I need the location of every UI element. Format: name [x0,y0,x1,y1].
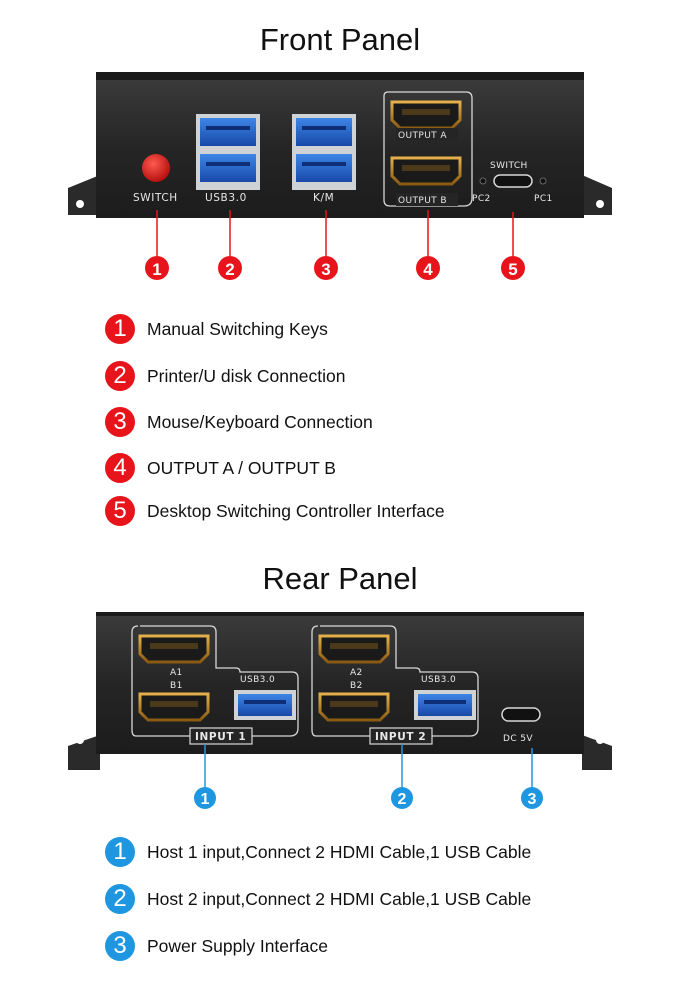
usb1-label: USB3.0 [240,675,275,685]
legend-badge: 5 [105,496,135,526]
rear-legend-item: 3 Power Supply Interface [105,931,328,961]
svg-text:2: 2 [225,260,234,279]
switch-label: SWITCH [133,192,178,204]
a1-label: A1 [170,668,183,678]
rear-legend-item: 1 Host 1 input,Connect 2 HDMI Cable,1 US… [105,837,531,867]
km-port-stack[interactable] [292,114,356,190]
dc-label: DC 5V [503,734,533,744]
front-legend-item: 3 Mouse/Keyboard Connection [105,407,373,437]
switch-port-label: SWITCH [490,161,528,171]
manual-switch-button[interactable] [142,154,170,182]
svg-text:1: 1 [201,791,210,808]
legend-text: Host 2 input,Connect 2 HDMI Cable,1 USB … [147,888,532,909]
svg-text:1: 1 [152,260,161,279]
svg-text:4: 4 [423,260,433,279]
front-marker-2: 2 [218,256,242,280]
legend-text: Desktop Switching Controller Interface [147,500,445,521]
pc1-led [539,177,547,185]
front-legend-item: 2 Printer/U disk Connection [105,361,345,391]
switch-controller-port[interactable] [493,174,533,188]
front-marker-3: 3 [314,256,338,280]
input-2-label: INPUT 2 [375,731,426,743]
pc1-label: PC1 [534,194,553,204]
rear-marker-3: 3 [521,787,543,809]
dc-power-port[interactable] [501,707,541,722]
legend-badge: 1 [105,837,135,867]
hdmi-output-a-port[interactable] [390,100,462,130]
front-legend-item: 1 Manual Switching Keys [105,314,328,344]
front-marker-1: 1 [145,256,169,280]
legend-text: OUTPUT A / OUTPUT B [147,457,336,478]
svg-text:5: 5 [508,260,517,279]
a2-label: A2 [350,668,363,678]
output-a-label: OUTPUT A [398,131,447,141]
hdmi-output-b-port[interactable] [390,156,462,186]
rear-legend-item: 2 Host 2 input,Connect 2 HDMI Cable,1 US… [105,884,531,914]
svg-text:3: 3 [321,260,330,279]
legend-badge: 3 [105,931,135,961]
rear-panel-device: A1 B1 USB3.0 INPUT 1 A2 B2 USB3.0 INPUT … [68,612,612,809]
output-b-label: OUTPUT B [398,196,447,206]
legend-badge: 4 [105,453,135,483]
front-marker-4: 4 [416,256,440,280]
svg-text:3: 3 [528,791,537,808]
hdmi-a2-port[interactable] [318,634,390,664]
rear-marker-1: 1 [194,787,216,809]
front-legend-item: 5 Desktop Switching Controller Interface [105,496,445,526]
rear-panel-title: Rear Panel [262,561,418,596]
usb-port-stack[interactable] [196,114,260,190]
hdmi-b1-port[interactable] [138,692,210,722]
legend-badge: 2 [105,884,135,914]
b2-label: B2 [350,681,363,691]
front-panel-device: SWITCH USB3.0 K/M OUTPUT A OUTPUT B SWIT… [68,72,612,280]
legend-text: Power Supply Interface [147,935,328,956]
legend-text: Host 1 input,Connect 2 HDMI Cable,1 USB … [147,841,532,862]
usb-port-input-1[interactable] [234,690,296,720]
rear-marker-2: 2 [391,787,413,809]
svg-text:2: 2 [398,791,407,808]
b1-label: B1 [170,681,183,691]
hdmi-a1-port[interactable] [138,634,210,664]
legend-text: Printer/U disk Connection [147,365,346,386]
input-1-label: INPUT 1 [195,731,246,743]
pc2-label: PC2 [472,194,491,204]
front-marker-5: 5 [501,256,525,280]
legend-badge: 2 [105,361,135,391]
legend-text: Manual Switching Keys [147,318,328,339]
hdmi-b2-port[interactable] [318,692,390,722]
legend-badge: 3 [105,407,135,437]
front-legend-item: 4 OUTPUT A / OUTPUT B [105,453,336,483]
front-panel-title: Front Panel [259,22,421,57]
usb2-label: USB3.0 [421,675,456,685]
pc2-led [479,177,487,185]
km-label: K/M [313,192,334,204]
legend-badge: 1 [105,314,135,344]
usb-port-input-2[interactable] [414,690,476,720]
legend-text: Mouse/Keyboard Connection [147,411,373,432]
usb-label: USB3.0 [205,192,247,204]
